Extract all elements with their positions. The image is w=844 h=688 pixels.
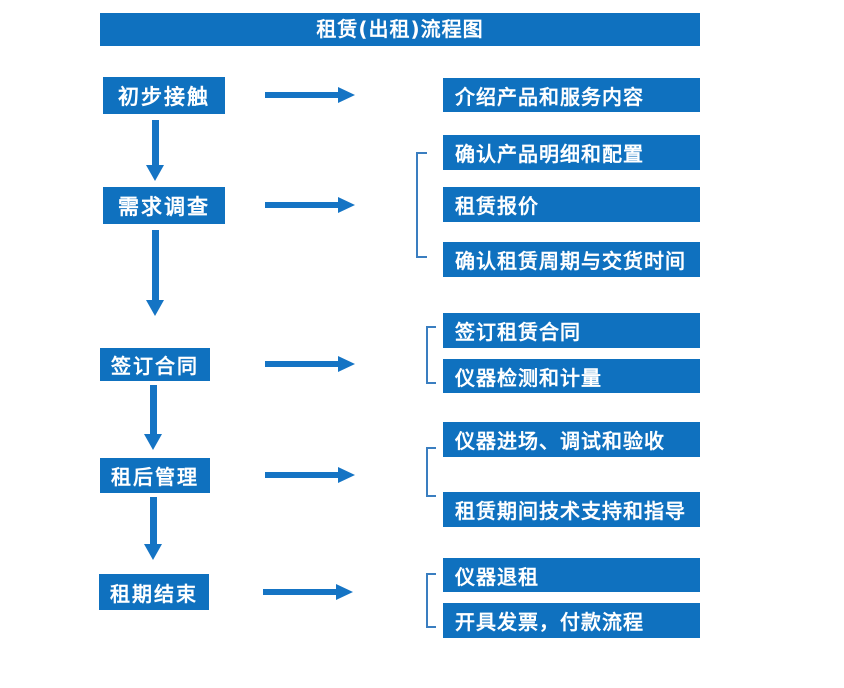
detail-box-rental-quote: 租赁报价 [443, 187, 700, 222]
bracket-group-demand-survey [416, 152, 427, 258]
right-arrow-5 [263, 584, 353, 600]
step-box-initial-contact: 初步接触 [103, 77, 225, 114]
bracket-group-sign-contract [426, 326, 436, 384]
arrow-head [338, 356, 355, 372]
arrow-head [144, 434, 162, 450]
arrow-shaft [149, 497, 157, 544]
detail-box-invoice-payment: 开具发票，付款流程 [443, 603, 700, 638]
step-box-demand-survey: 需求调查 [103, 187, 225, 224]
arrow-head [146, 300, 164, 316]
arrow-shaft [149, 385, 157, 434]
arrow-shaft [265, 472, 338, 478]
step-box-lease-end: 租期结束 [99, 574, 209, 610]
down-arrow-4 [144, 497, 162, 560]
detail-box-confirm-rental-period: 确认租赁周期与交货时间 [443, 242, 700, 277]
arrow-head [338, 197, 355, 213]
arrow-head [338, 87, 355, 103]
right-arrow-1 [265, 87, 355, 103]
down-arrow-3 [144, 385, 162, 450]
detail-box-technical-support: 租赁期间技术支持和指导 [443, 492, 700, 527]
detail-box-instrument-testing: 仪器检测和计量 [443, 359, 700, 393]
arrow-head [336, 584, 353, 600]
arrow-shaft [265, 92, 338, 98]
arrow-shaft [263, 589, 336, 595]
flowchart-title: 租赁(出租)流程图 [100, 13, 700, 46]
arrow-head [146, 165, 164, 181]
detail-box-instrument-return: 仪器退租 [443, 558, 700, 592]
arrow-head [338, 467, 355, 483]
arrow-shaft [265, 361, 338, 367]
right-arrow-3 [265, 356, 355, 372]
step-box-post-rental-management: 租后管理 [100, 458, 210, 493]
bracket-group-lease-end [426, 573, 436, 628]
right-arrow-4 [265, 467, 355, 483]
bracket-group-post-rental [426, 447, 436, 497]
detail-box-instrument-entry: 仪器进场、调试和验收 [443, 422, 700, 457]
step-box-sign-contract: 签订合同 [100, 348, 210, 381]
down-arrow-2 [146, 230, 164, 316]
arrow-shaft [151, 120, 159, 165]
down-arrow-1 [146, 120, 164, 181]
detail-box-confirm-product-details: 确认产品明细和配置 [443, 135, 700, 170]
detail-box-sign-rental-contract: 签订租赁合同 [443, 313, 700, 348]
arrow-shaft [265, 202, 338, 208]
arrow-shaft [151, 230, 159, 300]
detail-box-introduce-products: 介绍产品和服务内容 [443, 78, 700, 112]
arrow-head [144, 544, 162, 560]
right-arrow-2 [265, 197, 355, 213]
